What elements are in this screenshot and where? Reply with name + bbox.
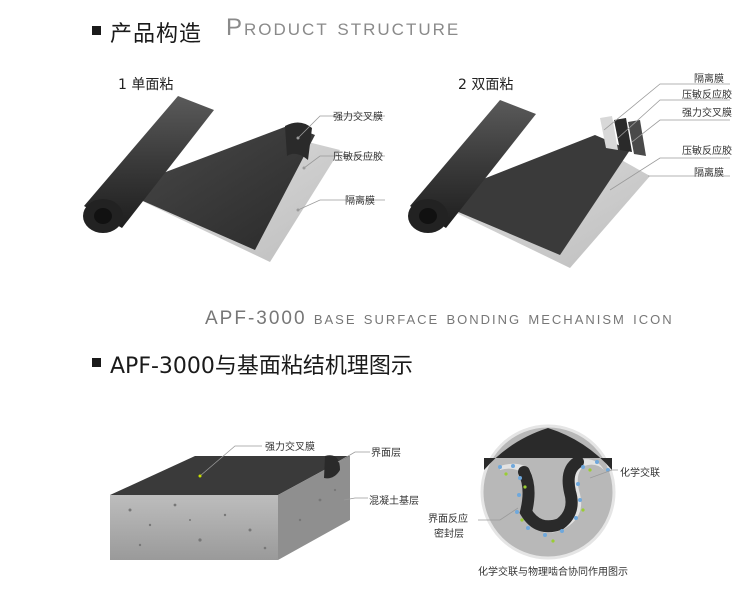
- page-title-en: Product structure: [226, 14, 461, 41]
- double-callout-release-film-bottom: 隔离膜: [694, 168, 724, 179]
- roll-core: [94, 208, 112, 224]
- single-leader-dots: [296, 136, 306, 212]
- section2-title: APF-3000与基面粘结机理图示: [110, 354, 413, 379]
- circle-callout-seal: 密封层: [434, 529, 464, 540]
- circle-caption: 化学交联与物理啮合协同作用图示: [478, 567, 628, 578]
- crosslink-dots: [504, 468, 592, 543]
- circle-callout-interface-reaction: 界面反应: [428, 514, 468, 525]
- single-sided-roll: [83, 96, 340, 262]
- slab-leader-lines: [199, 445, 370, 501]
- single-callout-cross-film: 强力交叉膜: [333, 112, 383, 123]
- slab-callout-concrete: 混凝土基层: [369, 496, 419, 507]
- double-callout-release-film-top: 隔离膜: [694, 74, 724, 85]
- double-callout-adhesive-top: 压敏反应胶: [682, 90, 732, 101]
- mechanism-title-en: APF-3000 base surface bonding mechanism …: [205, 308, 674, 329]
- membrane-sheet: [118, 125, 315, 250]
- circle-leader-lines: [478, 469, 618, 521]
- single-callout-adhesive: 压敏反应胶: [333, 152, 383, 163]
- single-sided-label: 1 单面粘: [118, 77, 174, 93]
- slab-rolled-edge: [324, 455, 340, 479]
- double-membrane-sheet: [430, 135, 630, 255]
- slab-membrane-top: [110, 456, 350, 495]
- peeled-corner: [285, 122, 312, 160]
- slab-callout-interface: 界面层: [371, 448, 401, 459]
- circle-callout-crosslink: 化学交联: [620, 468, 660, 479]
- reaction-dots: [498, 460, 610, 537]
- top-release-film-strip: [600, 116, 618, 150]
- double-sided-label: 2 双面粘: [458, 77, 514, 93]
- heading-bullet-2: [92, 358, 101, 367]
- page-title-cn: 产品构造: [110, 22, 203, 47]
- concrete-slab: [110, 455, 350, 560]
- heading-bullet: [92, 26, 101, 35]
- double-callout-cross-film: 强力交叉膜: [682, 108, 732, 119]
- roll-body: [84, 96, 214, 228]
- cross-section-circle: [480, 424, 616, 560]
- slab-leader-dot: [198, 474, 202, 478]
- double-sided-roll: [408, 100, 650, 268]
- slab-callout-cross-film: 强力交叉膜: [265, 442, 315, 453]
- slab-side-face: [278, 456, 350, 560]
- double-callout-adhesive-bottom: 压敏反应胶: [682, 146, 732, 157]
- slab-front-face: [110, 495, 278, 560]
- single-leader-lines: [297, 115, 385, 211]
- single-callout-release-film: 隔离膜: [345, 196, 375, 207]
- adhesive-strip: [614, 118, 632, 152]
- roll-core-2: [419, 208, 437, 224]
- aggregate-specks: [128, 488, 337, 550]
- double-leader-lines: [603, 83, 730, 191]
- roll-body-2: [410, 100, 536, 228]
